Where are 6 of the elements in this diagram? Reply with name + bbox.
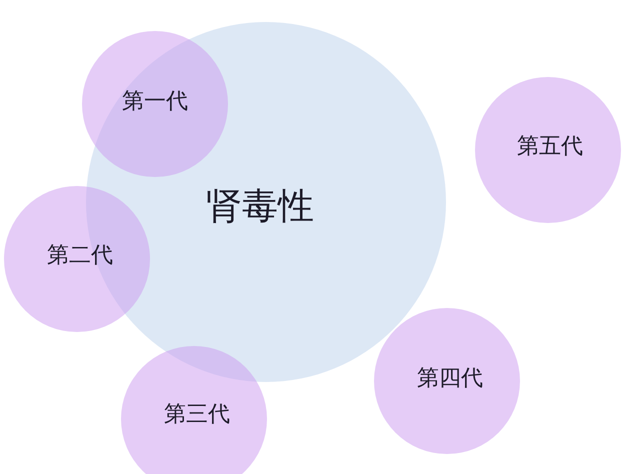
node-label: 第四代 [417, 367, 483, 392]
node-label: 第五代 [517, 135, 583, 160]
node-label: 第三代 [164, 403, 230, 428]
node-label: 第一代 [122, 90, 188, 114]
node-label: 第二代 [47, 244, 113, 268]
node-label: 肾毒性 [206, 187, 314, 227]
